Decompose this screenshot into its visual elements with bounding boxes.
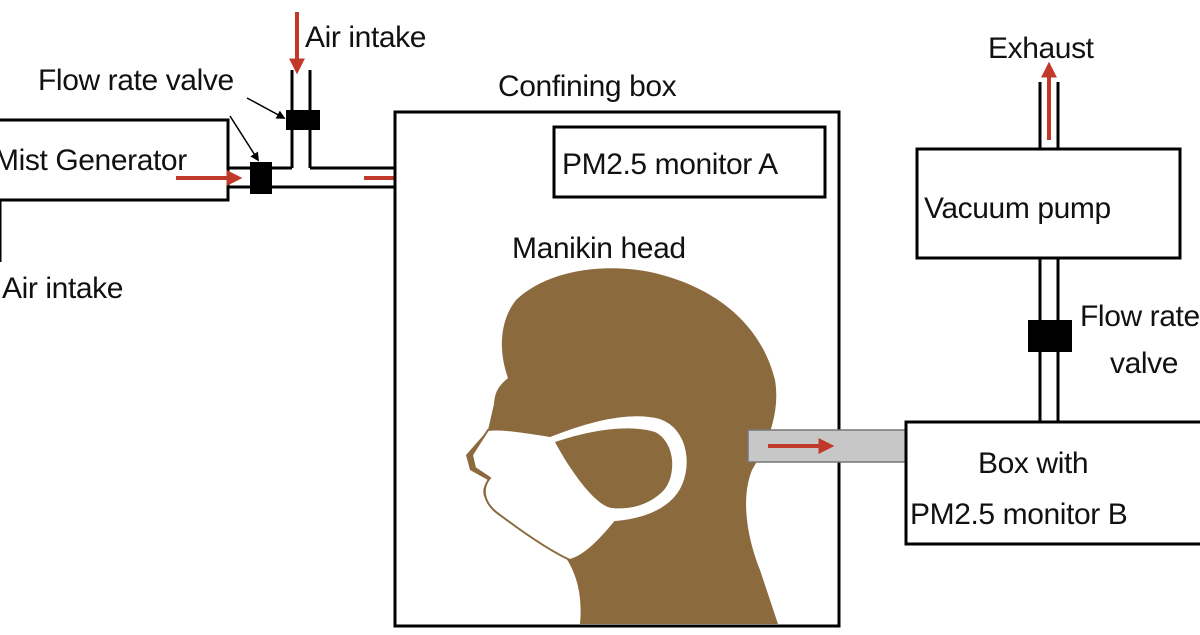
pm-monitor-a-label: PM2.5 monitor A — [562, 148, 778, 181]
vacuum-pump-label: Vacuum pump — [924, 192, 1111, 225]
flow-rate-valve-left-label: Flow rate valve — [38, 64, 234, 97]
flow-rate-valve-right-label-line1: Flow rate — [1080, 300, 1200, 333]
mist-generator-box — [0, 118, 230, 202]
pm-monitor-a-box — [552, 125, 827, 199]
valve-pointer-top — [246, 97, 286, 119]
vacuum-pump-box — [915, 147, 1182, 260]
valve-pointer-main — [229, 115, 259, 162]
flow-rate-valve-top — [286, 110, 320, 130]
exhaust-label: Exhaust — [988, 32, 1095, 65]
air-intake-top-label: Air intake — [305, 21, 426, 54]
confining-box-label: Confining box — [498, 70, 677, 103]
mask-ear-loop-gap — [555, 428, 673, 509]
flow-rate-valve-right — [1028, 320, 1072, 352]
manikin-head-label: Manikin head — [512, 232, 686, 265]
box-b-label-line2: PM2.5 monitor B — [910, 498, 1127, 531]
air-intake-bottom-label: Air intake — [2, 272, 123, 305]
pm-monitor-b-box — [904, 420, 1200, 546]
box-b-label-line1: Box with — [978, 447, 1088, 480]
flow-rate-valve-main — [250, 162, 272, 194]
flow-rate-valve-right-label-line2: valve — [1110, 347, 1178, 380]
mist-generator-label: Mist Generator — [0, 144, 187, 177]
